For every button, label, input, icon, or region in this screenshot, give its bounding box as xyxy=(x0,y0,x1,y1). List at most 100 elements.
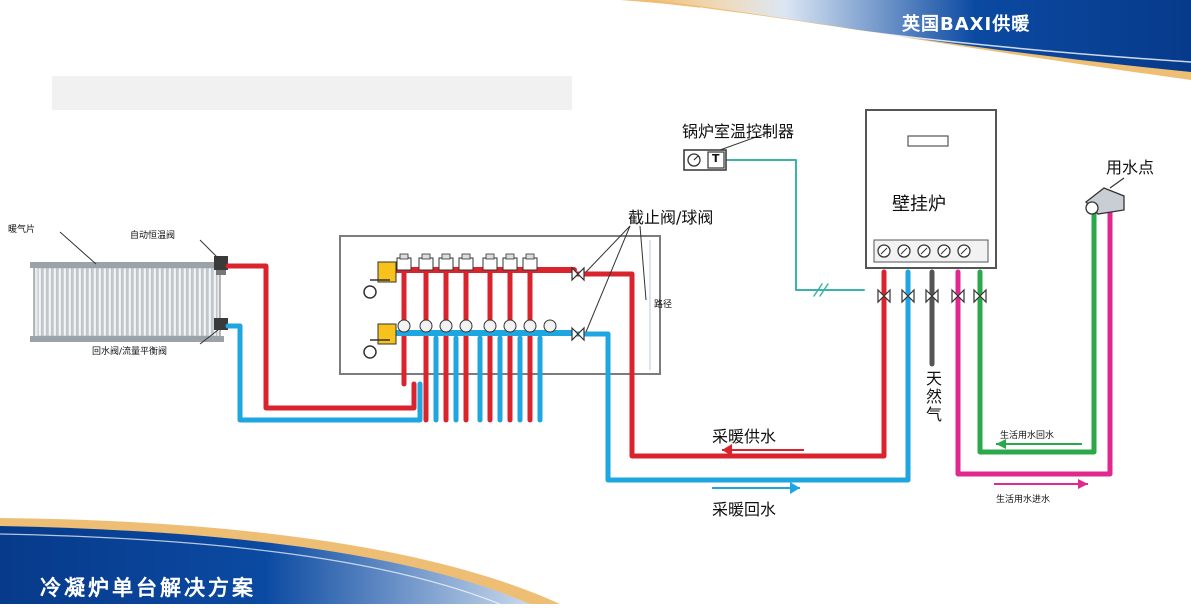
boiler-connection-valve xyxy=(973,288,987,304)
supply-valve-cap xyxy=(441,253,451,260)
supply-valve-head xyxy=(458,257,474,271)
boiler-connection-valve xyxy=(951,288,965,304)
label-domestic-inlet: 生活用水进水 xyxy=(996,495,1051,505)
controller-symbol: T xyxy=(712,152,720,165)
radiator-fin xyxy=(182,267,188,337)
radiator-fin xyxy=(167,267,173,337)
radiator-fin xyxy=(97,267,103,337)
radiator-fin xyxy=(147,267,153,337)
radiator-fin xyxy=(47,267,53,337)
radiator-fin xyxy=(142,267,148,337)
radiator-fin xyxy=(77,267,83,337)
radiator-fin xyxy=(82,267,88,337)
return-valve-head xyxy=(459,319,473,333)
supply-valve-cap xyxy=(505,253,515,260)
header-band xyxy=(620,0,1191,80)
radiator-fin xyxy=(152,267,158,337)
supply-valve-head xyxy=(438,257,454,271)
radiator-fin xyxy=(102,267,108,337)
return-valve-head xyxy=(543,319,557,333)
footer-title: 冷凝炉单台解决方案 xyxy=(40,576,256,600)
supply-valve-head xyxy=(482,257,498,271)
boiler-knob-mark xyxy=(940,247,948,255)
radiator-fin xyxy=(92,267,98,337)
pipe-network xyxy=(225,159,1113,483)
return-valve-head xyxy=(397,319,411,333)
radiator-fin xyxy=(112,267,118,337)
boiler-knob-mark xyxy=(960,247,968,255)
return-valve-head xyxy=(419,319,433,333)
label-radiator: 暖气片 xyxy=(8,225,36,235)
label-boiler: 壁挂炉 xyxy=(892,194,946,215)
radiator-fin xyxy=(107,267,113,337)
flow-arrows xyxy=(712,439,1088,494)
label-pipe-size: 路径 xyxy=(654,300,673,310)
boiler-knob-mark xyxy=(880,247,888,255)
boiler-knob-mark xyxy=(920,247,928,255)
supply-valve-head xyxy=(396,257,412,271)
label-gas: 天然气 xyxy=(923,370,942,424)
supply-valve-cap xyxy=(399,253,409,260)
radiator-fin xyxy=(162,267,168,337)
radiator-fin xyxy=(52,267,58,337)
auto-thermo-valve-icon xyxy=(214,256,228,275)
return-valve-head xyxy=(483,319,497,333)
stop-ball-valve-icon xyxy=(571,225,647,342)
radiator-fin xyxy=(62,267,68,337)
supply-valve-cap xyxy=(485,253,495,260)
label-auto-thermo-valve: 自动恒温阀 xyxy=(130,231,176,241)
return-valve-head xyxy=(439,319,453,333)
radiator-fin xyxy=(132,267,138,337)
radiator-fin xyxy=(202,267,208,337)
radiator-fin xyxy=(197,267,203,337)
label-water-point: 用水点 xyxy=(1106,158,1155,177)
radiator-fin xyxy=(87,267,93,337)
placeholder-bar xyxy=(52,76,572,110)
boiler-control-knobs xyxy=(877,244,971,258)
radiator-fin xyxy=(137,267,143,337)
manifold-valve-heads xyxy=(396,253,557,333)
radiator xyxy=(30,262,224,342)
supply-valve-cap xyxy=(525,253,535,260)
radiator-fin xyxy=(72,267,78,337)
boiler-connection-valve xyxy=(901,288,915,304)
radiator-fin xyxy=(117,267,123,337)
radiator-fin xyxy=(57,267,63,337)
radiator-fin xyxy=(67,267,73,337)
radiator-fin xyxy=(192,267,198,337)
supply-valve-head xyxy=(502,257,518,271)
supply-valve-cap xyxy=(421,253,431,260)
radiator-fin xyxy=(187,267,193,337)
radiator-fin xyxy=(172,267,178,337)
room-thermostat-icon xyxy=(683,131,771,171)
boiler-connection-valve xyxy=(925,288,939,304)
return-valve-head xyxy=(523,319,537,333)
supply-valve-head xyxy=(418,257,434,271)
boiler-unit xyxy=(865,109,997,269)
radiator-fin xyxy=(37,267,43,337)
supply-valve-cap xyxy=(461,253,471,260)
label-domestic-return: 生活用水回水 xyxy=(1000,431,1055,441)
return-valve-head xyxy=(503,319,517,333)
boiler-connection-valves xyxy=(877,288,987,304)
label-stop-ball-valve: 截止阀/球阀 xyxy=(628,208,714,227)
boiler-knob-mark xyxy=(900,247,908,255)
label-boiler-controller: 锅炉室温控制器 xyxy=(682,122,795,141)
radiator-fin xyxy=(127,267,133,337)
footer-band xyxy=(0,518,560,605)
brand-logo-text: 英国BAXI供暖 xyxy=(902,14,1031,35)
radiator-fin xyxy=(122,267,128,337)
radiator-fin xyxy=(42,267,48,337)
manifold-end-fittings xyxy=(363,261,397,359)
boiler-connection-valve xyxy=(877,288,891,304)
supply-valve-head xyxy=(522,257,538,271)
label-heating-supply: 采暖供水 xyxy=(712,427,777,446)
radiator-fin xyxy=(177,267,183,337)
label-return-balance-valve: 回水阀/流量平衡阀 xyxy=(92,347,168,357)
return-balance-valve-icon xyxy=(214,318,228,330)
label-heating-return: 采暖回水 xyxy=(712,500,777,519)
radiator-fin xyxy=(207,267,213,337)
radiator-fin xyxy=(157,267,163,337)
